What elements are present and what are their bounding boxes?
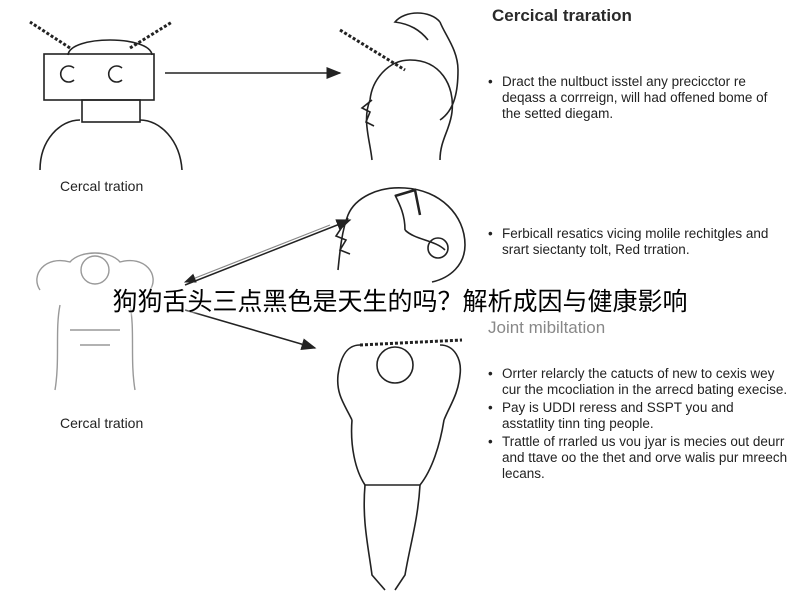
- bullet-item: Ferbicall resatics vicing molile rechitg…: [488, 226, 788, 258]
- bullet-item: Pay is UDDI reress and SSPT you and asst…: [488, 400, 788, 432]
- section-list-cervical-traction: Dract the nultbuct isstel any precicctor…: [488, 74, 788, 124]
- caption-top-left: Cercal tration: [60, 178, 144, 194]
- section-heading-cervical-traction: Cercical traration: [492, 6, 632, 25]
- section-heading-joint-mobilisation: Joint mibiltation: [488, 318, 606, 337]
- section-list-middle: Ferbicall resatics vicing molile rechitg…: [488, 226, 788, 260]
- arrow-left-faint: [183, 224, 331, 283]
- figure-standing: [336, 338, 463, 591]
- figure-head-device: [29, 20, 183, 171]
- bullet-item: Dract the nultbuct isstel any precicctor…: [488, 74, 788, 122]
- figure-head-profile: [334, 187, 466, 283]
- bullet-item: Trattle of rrarled us vou jyar is mecies…: [488, 434, 788, 482]
- arrow-middle-lower: [184, 309, 317, 350]
- overlay-title: 狗狗舌头三点黑色是天生的吗？解析成因与健康影响: [112, 287, 688, 316]
- figure-profile-raised-arm: [339, 12, 459, 161]
- bullet-item: Orrter relarcly the catucts of new to ce…: [488, 366, 788, 398]
- arrow-middle-upper: [184, 219, 352, 286]
- figure-back-view: [36, 252, 154, 391]
- section-list-joint-mobilisation: Orrter relarcly the catucts of new to ce…: [488, 366, 788, 484]
- caption-middle-left: Cercal tration: [60, 415, 144, 431]
